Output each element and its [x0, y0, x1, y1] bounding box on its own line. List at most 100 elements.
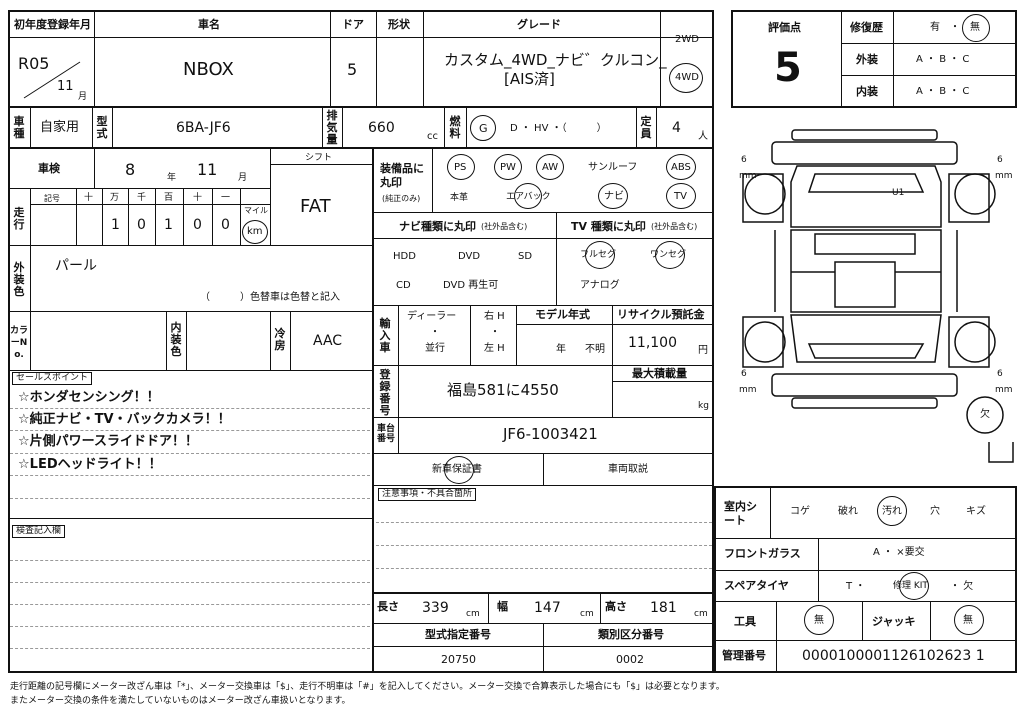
km-circle [242, 220, 268, 244]
registration-label: 登録番号 [379, 368, 391, 417]
manual-label: 車両取説 [608, 464, 648, 475]
glass-options: A ・ ×要交 [873, 547, 925, 558]
navi-hdd: HDD [393, 251, 416, 262]
interior-label: 内装 [856, 85, 878, 98]
length-label: 長さ [377, 600, 399, 613]
equip-ps-circle [447, 154, 475, 180]
model-year-label: モデル年式 [535, 308, 590, 321]
exterior-label: 外装 [856, 53, 878, 66]
main-form [8, 10, 714, 673]
mileage-digit-2: 1 [111, 217, 120, 233]
navi-note: (社外品含む) [481, 222, 528, 231]
sales-point-4: ☆LEDヘッドライト！！ [18, 457, 162, 472]
import-left-h: 左 H [484, 343, 505, 354]
mm-six-rr: 6 [997, 369, 1003, 379]
car-name: NBOX [183, 59, 234, 80]
navi-dvd-play: DVD 再生可 [443, 280, 499, 291]
width-label: 幅 [497, 600, 508, 613]
type-cert-label: 型式指定番号 [425, 628, 491, 641]
chassis-label: 車台番号 [376, 424, 395, 444]
tv-label: TV 種類に丸印 [571, 220, 646, 233]
seat-hole: 穴 [930, 506, 940, 517]
tv-fullseg: フルセグ [580, 250, 617, 260]
grade-label: グレード [517, 18, 561, 31]
repair-dot: ・ [950, 22, 960, 33]
seat-tear: 破れ [838, 506, 858, 517]
mm-label-fl: mm [739, 171, 757, 181]
mileage-digit-5: 0 [193, 217, 202, 233]
jack-circle [954, 605, 984, 635]
model-value: 6BA-JF6 [176, 120, 231, 136]
fuel-g-circle [470, 115, 496, 141]
shape-label: 形状 [388, 18, 410, 31]
spare-t: T ・ [846, 581, 866, 592]
tools-circle [804, 605, 834, 635]
slash-divider [23, 61, 81, 99]
spare-kit-circle [899, 572, 929, 600]
inspect-label: 検査記入欄 [12, 525, 66, 538]
km-label: km [247, 226, 263, 237]
sales-point-2: ☆純正ナビ・TV・バックカメラ！！ [18, 412, 231, 427]
digit-label-3: 千 [137, 193, 147, 203]
mm-label-fr: mm [995, 171, 1013, 181]
exterior-grades: A ・ B ・ C [916, 54, 970, 65]
import-parallel: 並行 [425, 343, 445, 354]
inspection-month: 11 [197, 160, 218, 179]
height-value: 181 [650, 600, 677, 616]
equip-pw-circle [494, 154, 522, 180]
capacity-label: 定員 [640, 115, 652, 140]
inspection-label: 車検 [38, 162, 60, 175]
first-reg-era: R05 [18, 54, 50, 73]
fuel-label: 燃料 [449, 115, 461, 140]
damage-mark-u1: U1 [892, 188, 905, 198]
doors: 5 [347, 60, 358, 79]
car-name-label: 車名 [198, 18, 220, 31]
caution-label: 注意事項・不具合箇所 [378, 488, 477, 501]
mm-six-fl: 6 [741, 155, 747, 165]
equip-airbag: エアバック [506, 192, 551, 202]
digit-label-1: 十 [84, 193, 94, 203]
drive-4wd: 4WD [675, 72, 699, 83]
max-load-label: 最大積載量 [632, 367, 687, 380]
equip-ps: PS [454, 162, 467, 173]
tv-analog: アナログ [580, 280, 620, 291]
score-value: 5 [774, 45, 802, 91]
navi-cd: CD [396, 280, 411, 291]
category-label: 類別区分番号 [598, 628, 664, 641]
warranty-label: 新車保証書 [432, 464, 482, 475]
capacity-value: 4 [672, 120, 681, 136]
import-dot: ・ [430, 327, 440, 338]
seat-stain: 汚れ [882, 506, 902, 517]
tools-value: 無 [814, 615, 824, 626]
tv-note: (社外品含む) [651, 222, 698, 231]
glass-label: フロントガラス [724, 547, 801, 560]
equip-aw: AW [542, 162, 559, 173]
width-unit: cm [580, 609, 594, 619]
equip-navi-circle [598, 183, 628, 209]
equip-sunroof: サンルーフ [588, 162, 638, 173]
inspection-year: 8 [125, 160, 136, 179]
recycle-unit: 円 [698, 345, 708, 356]
model-label: 型式 [96, 115, 108, 140]
import-right-h: 右 H [484, 311, 505, 322]
equip-abs-circle [666, 154, 696, 180]
evaluation-box [731, 10, 1017, 108]
repair-none-circle [962, 14, 990, 42]
warranty-circle [444, 456, 474, 484]
equip-tv: TV [674, 191, 687, 202]
tv-oneseg: ワンセグ [650, 250, 687, 260]
mm-six-fr: 6 [997, 155, 1003, 165]
mileage-digit-6: 0 [221, 217, 230, 233]
first-reg-month: 11 [57, 79, 74, 94]
shift-label: シフト [305, 153, 333, 163]
grade-line2: [AIS済] [504, 70, 555, 88]
registration-value: 福島581に4550 [447, 381, 559, 399]
fuel-g: G [479, 122, 488, 135]
displacement-unit: cc [427, 131, 438, 142]
ac-value: AAC [313, 333, 343, 349]
category-value: 0002 [616, 653, 644, 666]
drive-2wd: 2WD [675, 34, 699, 45]
jack-label: ジャッキ [872, 615, 916, 628]
chassis-value: JF6-1003421 [503, 425, 598, 443]
tv-fullseg-circle [585, 241, 615, 269]
